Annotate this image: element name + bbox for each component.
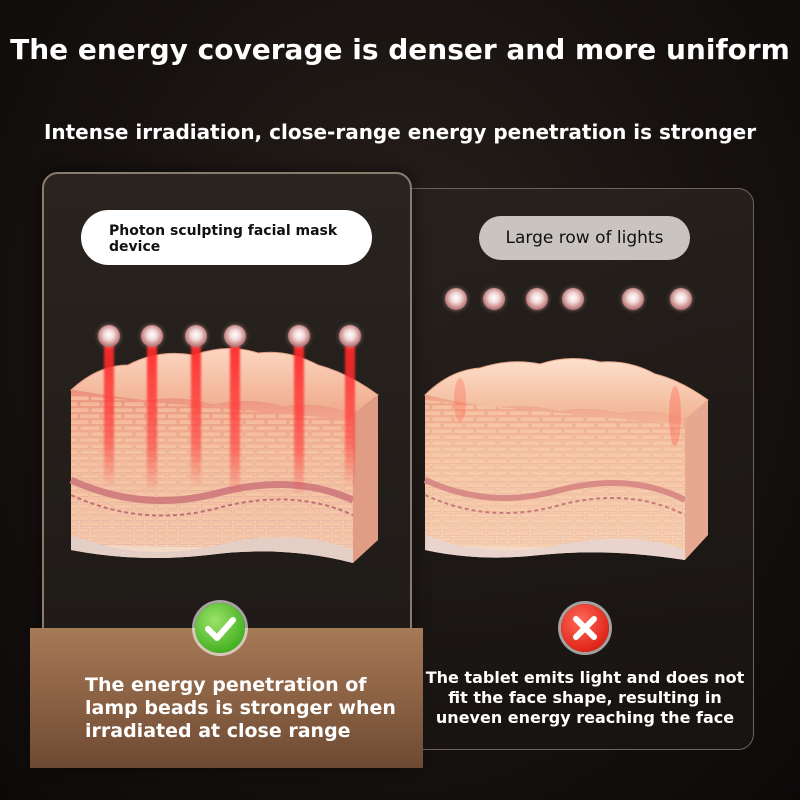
photon-mask-caption: The energy penetration of lamp beads is … — [85, 674, 396, 742]
lamp-bead — [185, 325, 207, 347]
lamp-bead — [224, 325, 246, 347]
large-row-caption: The tablet emits light and does not fit … — [425, 668, 745, 727]
lamp-bead — [339, 325, 361, 347]
red-light-beam — [147, 345, 157, 490]
photon-mask-label: Photon sculpting facial mask device — [81, 210, 372, 265]
red-light-beam — [104, 345, 114, 485]
lamp-bead — [445, 288, 467, 310]
cross-icon — [561, 604, 609, 652]
skin-layer-illustration-right — [423, 358, 709, 560]
red-light-beam — [345, 345, 355, 485]
lamp-bead — [141, 325, 163, 347]
page-title: The energy coverage is denser and more u… — [10, 33, 790, 66]
lamp-bead — [526, 288, 548, 310]
red-light-beam — [294, 345, 304, 495]
large-row-label: Large row of lights — [479, 216, 690, 260]
lamp-bead — [288, 325, 310, 347]
lamp-bead — [483, 288, 505, 310]
check-icon — [195, 603, 245, 653]
lamp-bead — [670, 288, 692, 310]
lamp-bead — [622, 288, 644, 310]
red-light-beam — [230, 345, 240, 495]
page-subtitle: Intense irradiation, close-range energy … — [43, 120, 757, 144]
lamp-bead — [98, 325, 120, 347]
lamp-bead — [562, 288, 584, 310]
skin-layer-illustration-left — [69, 347, 379, 563]
red-light-beam — [191, 345, 201, 485]
